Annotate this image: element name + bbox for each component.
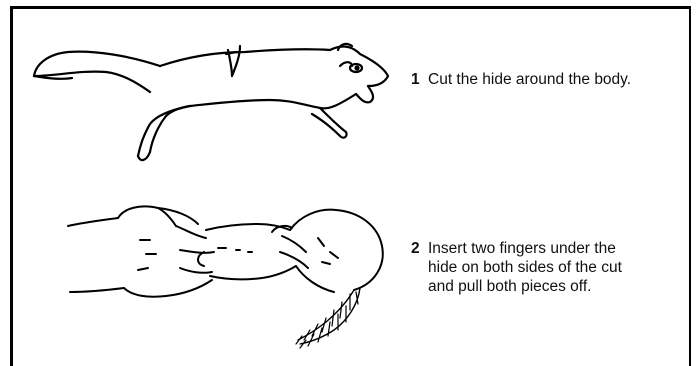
squirrel-with-cut-icon (34, 44, 388, 160)
step-1: 1 Cut the hide around the body. (411, 70, 691, 90)
step-number: 1 (411, 70, 420, 89)
step-instruction: Cut the hide around the body. (428, 70, 631, 89)
step-2: 2 Insert two fingers under the hide on b… (411, 239, 681, 299)
hands-pulling-hide-icon (68, 206, 383, 348)
step-number: 2 (411, 239, 420, 258)
step-instruction: Insert two fingers under the hide on bot… (428, 239, 622, 296)
